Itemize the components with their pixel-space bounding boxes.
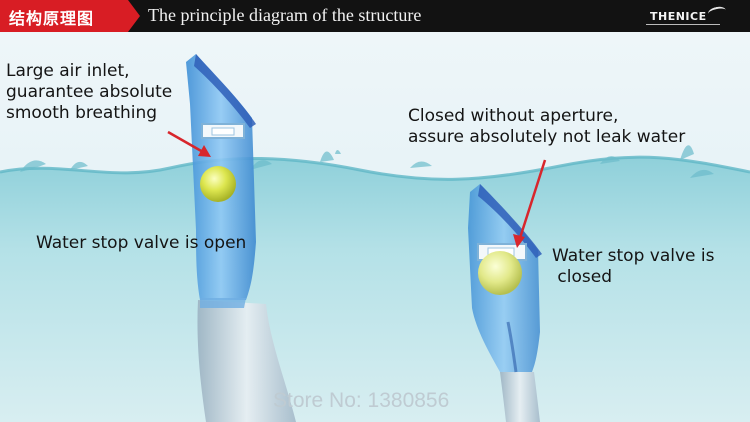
- snorkel-right-pipe: [500, 372, 540, 422]
- brand-logo: THENICE: [650, 10, 707, 23]
- label-closed-without-aperture: Closed without aperture, assure absolute…: [408, 106, 686, 147]
- snorkel-left-float-ball: [200, 166, 236, 202]
- section-badge: 结构原理图: [0, 0, 128, 32]
- header-bar: 结构原理图 The principle diagram of the struc…: [0, 0, 750, 32]
- diagram-scene: Large air inlet, guarantee absolute smoo…: [0, 32, 750, 422]
- label-valve-closed: Water stop valve is closed: [552, 246, 715, 287]
- brand-swoosh-icon: [707, 5, 727, 19]
- section-badge-text: 结构原理图: [9, 9, 95, 28]
- snorkel-left-pipe: [197, 300, 296, 422]
- label-valve-open: Water stop valve is open: [36, 233, 247, 253]
- header-title: The principle diagram of the structure: [148, 5, 422, 25]
- snorkel-right-top-cap: [478, 184, 542, 258]
- water-seal-arrow-icon: [513, 159, 547, 248]
- store-watermark: Store No: 1380856: [273, 389, 450, 412]
- water-splashes: [20, 145, 714, 178]
- brand-underline: [646, 24, 720, 25]
- badge-arrow-icon: [128, 0, 140, 32]
- label-large-air-inlet: Large air inlet, guarantee absolute smoo…: [6, 61, 173, 123]
- water-surface-line: [0, 155, 750, 181]
- snorkel-left-top-cap: [194, 54, 256, 128]
- diagram-illustration: [0, 32, 750, 422]
- air-inlet-arrow-icon: [167, 130, 211, 157]
- snorkel-right-float-ball: [478, 251, 522, 295]
- water-body: [0, 157, 750, 422]
